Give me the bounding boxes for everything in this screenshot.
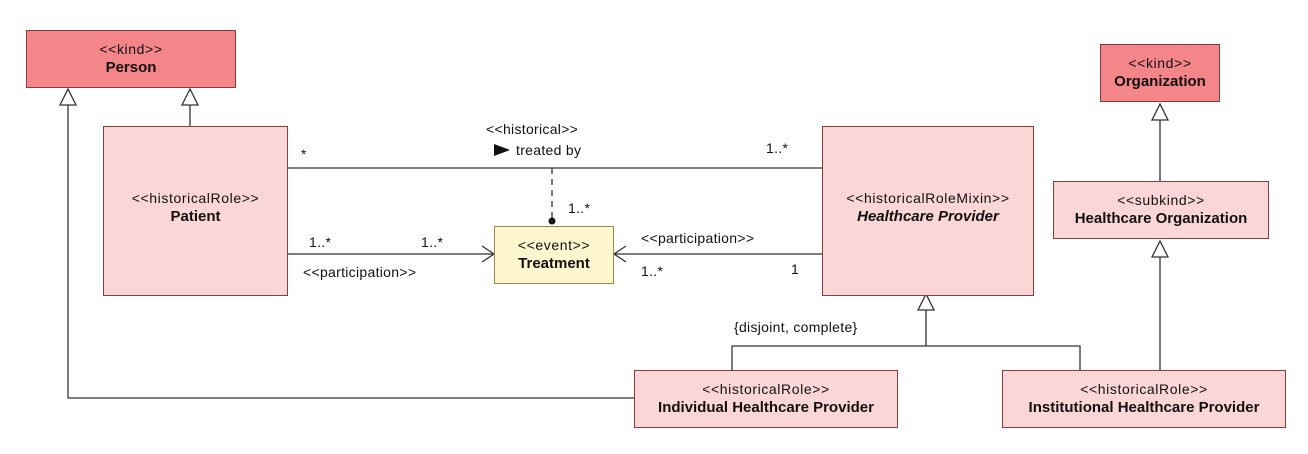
institutional-provider-stereotype: <<historicalRole>> (1080, 381, 1208, 397)
class-person[interactable]: <<kind>> Person (26, 30, 236, 88)
healthcare-organization-stereotype: <<subkind>> (1117, 192, 1205, 208)
class-organization[interactable]: <<kind>> Organization (1100, 44, 1220, 102)
organization-stereotype: <<kind>> (1128, 55, 1192, 71)
patient-name: Patient (170, 208, 221, 225)
arrow-to-treatment-right (612, 245, 627, 263)
treated-by-name: treated by (516, 142, 582, 158)
patient-participation-patient-multiplicity: 1..* (309, 234, 332, 250)
gen-head-person-patient (180, 87, 200, 106)
healthcare-provider-name: Healthcare Provider (857, 208, 999, 225)
class-institutional-healthcare-provider[interactable]: <<historicalRole>> Institutional Healthc… (1002, 370, 1286, 428)
patient-participation-stereotype: <<participation>> (303, 264, 417, 280)
gen-head-organization (1150, 102, 1170, 121)
derivation-dot (548, 217, 556, 225)
institutional-provider-name: Institutional Healthcare Provider (1028, 399, 1260, 416)
provider-participation-stereotype: <<participation>> (641, 230, 755, 246)
class-individual-healthcare-provider[interactable]: <<historicalRole>> Individual Healthcare… (634, 370, 898, 428)
treated-by-stereotype: <<historical>> (486, 121, 579, 137)
class-healthcare-organization[interactable]: <<subkind>> Healthcare Organization (1053, 181, 1269, 239)
individual-provider-stereotype: <<historicalRole>> (702, 381, 830, 397)
reading-direction-icon (494, 144, 510, 156)
treated-by-patient-multiplicity: * (301, 146, 307, 162)
class-treatment[interactable]: <<event>> Treatment (494, 226, 614, 284)
treatment-stereotype: <<event>> (517, 237, 591, 253)
person-name: Person (105, 59, 157, 76)
class-healthcare-provider[interactable]: <<historicalRoleMixin>> Healthcare Provi… (822, 126, 1034, 296)
provider-participation-provider-multiplicity: 1 (791, 261, 800, 277)
healthcare-organization-name: Healthcare Organization (1074, 210, 1248, 227)
person-stereotype: <<kind>> (99, 41, 163, 57)
organization-name: Organization (1114, 73, 1206, 90)
provider-participation-treatment-multiplicity: 1..* (641, 263, 664, 279)
treatment-name: Treatment (518, 255, 590, 272)
individual-provider-name: Individual Healthcare Provider (658, 399, 874, 416)
patient-participation-treatment-multiplicity: 1..* (421, 234, 444, 250)
gen-head-healthcare-provider (916, 292, 936, 311)
healthcare-provider-stereotype: <<historicalRoleMixin>> (846, 190, 1010, 206)
gen-individual-person (67, 105, 634, 399)
genset-branches (731, 345, 1081, 370)
gen-head-hcorg (1150, 239, 1170, 258)
treated-by-treatment-multiplicity: 1..* (568, 200, 591, 216)
patient-stereotype: <<historicalRole>> (131, 190, 260, 206)
gen-head-person-individual (58, 87, 78, 106)
treated-by-provider-multiplicity: 1..* (766, 140, 789, 156)
class-patient[interactable]: <<historicalRole>> Patient (103, 126, 288, 296)
generalization-set-constraint: {disjoint, complete} (734, 319, 858, 335)
